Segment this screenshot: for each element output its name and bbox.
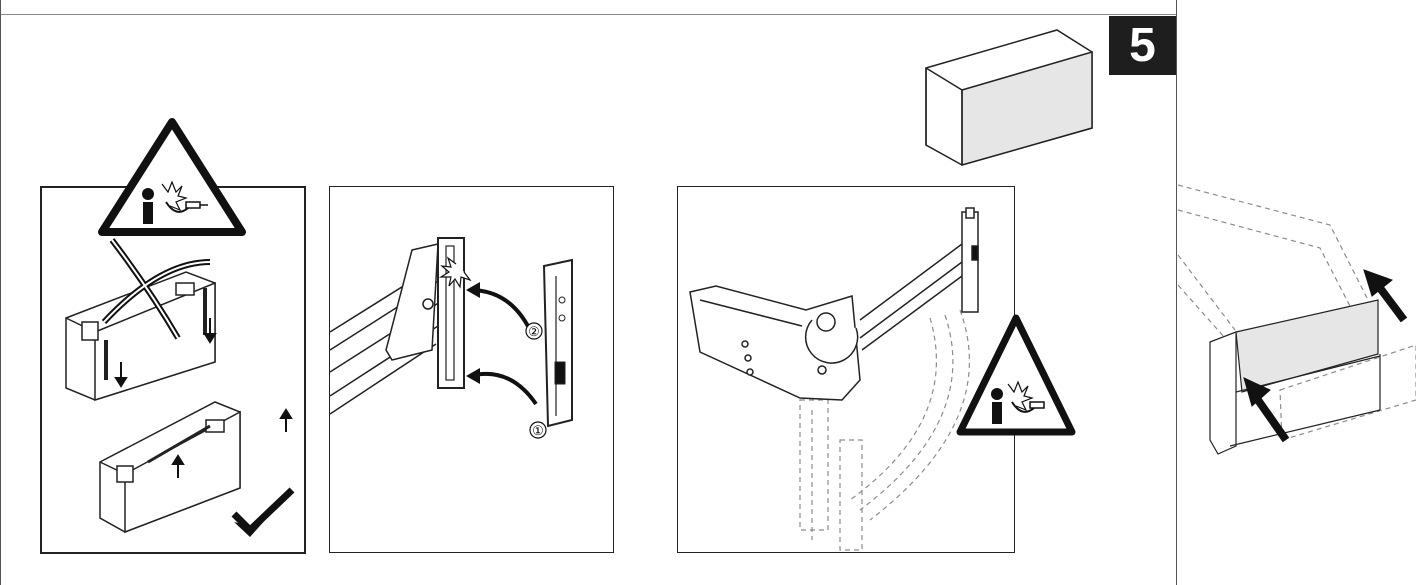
warning-triangle-icon	[98, 118, 246, 236]
cabinet-lower	[99, 401, 241, 534]
top-rule	[0, 14, 1176, 15]
arrow-head-2	[466, 282, 480, 298]
cabinet-with-flap	[1177, 184, 1416, 455]
step-marker-2: ②	[525, 322, 543, 340]
arrow-up-icon	[171, 408, 293, 478]
svg-text:①: ①	[532, 423, 544, 438]
panel-3-content	[689, 207, 979, 551]
attach-arrows	[469, 288, 538, 406]
arrow-head-1	[466, 368, 480, 384]
swing-path-dashed	[799, 309, 971, 551]
lift-mechanism	[689, 207, 979, 401]
left-border	[0, 0, 1, 585]
right-border	[1176, 0, 1177, 585]
step-number-badge: 5	[1109, 16, 1176, 75]
arrow-down-icon	[114, 318, 217, 388]
svg-text:②: ②	[528, 324, 540, 339]
warning-triangle-icon	[956, 314, 1076, 436]
panel-1-content	[65, 238, 295, 537]
step-marker-1: ①	[529, 421, 547, 439]
closed-cabinet-illustration	[925, 29, 1093, 166]
cabinet-upper	[65, 271, 216, 402]
panel-2-content	[330, 237, 573, 428]
push-arrows	[1243, 269, 1408, 443]
